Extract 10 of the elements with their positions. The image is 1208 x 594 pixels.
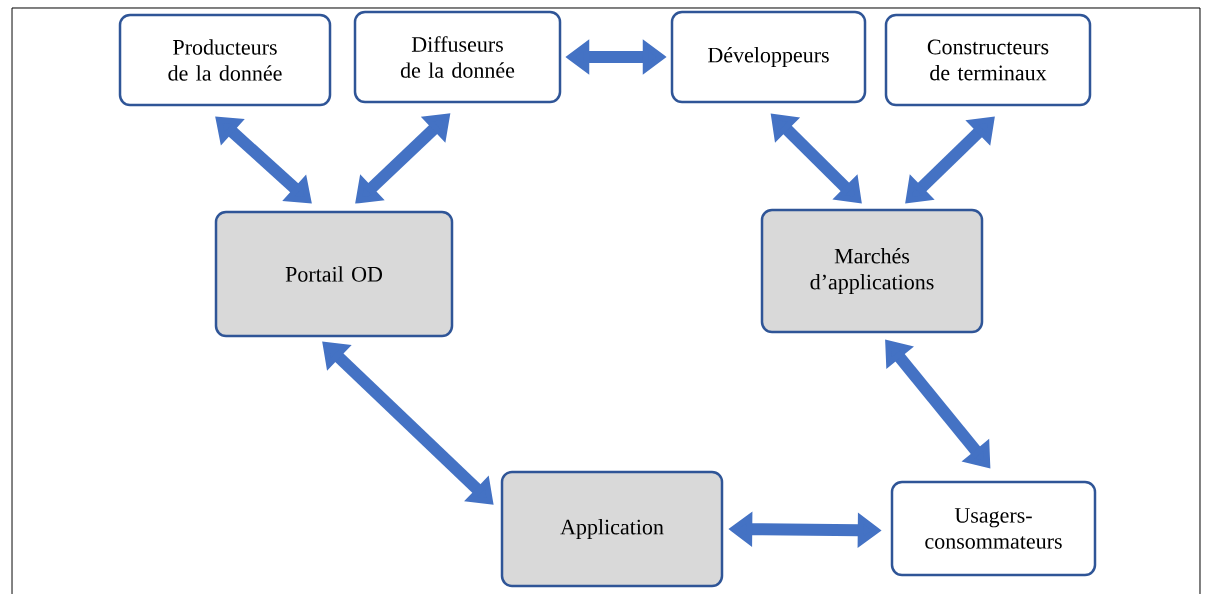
actor-box: Diffuseurs de la donnée (353, 10, 562, 104)
double-arrow (905, 116, 995, 204)
process-box: Application (500, 470, 724, 588)
actor-box: Producteurs de la donnée (118, 13, 332, 107)
process-box: Portail OD (214, 210, 454, 338)
double-arrow (215, 116, 312, 204)
actor-box: Usagers-consommateurs (890, 480, 1097, 577)
process-box: Marchés d’applications (760, 208, 984, 334)
actor-box: Développeurs (670, 10, 867, 104)
actor-box: Constructeurs de terminaux (884, 13, 1092, 107)
